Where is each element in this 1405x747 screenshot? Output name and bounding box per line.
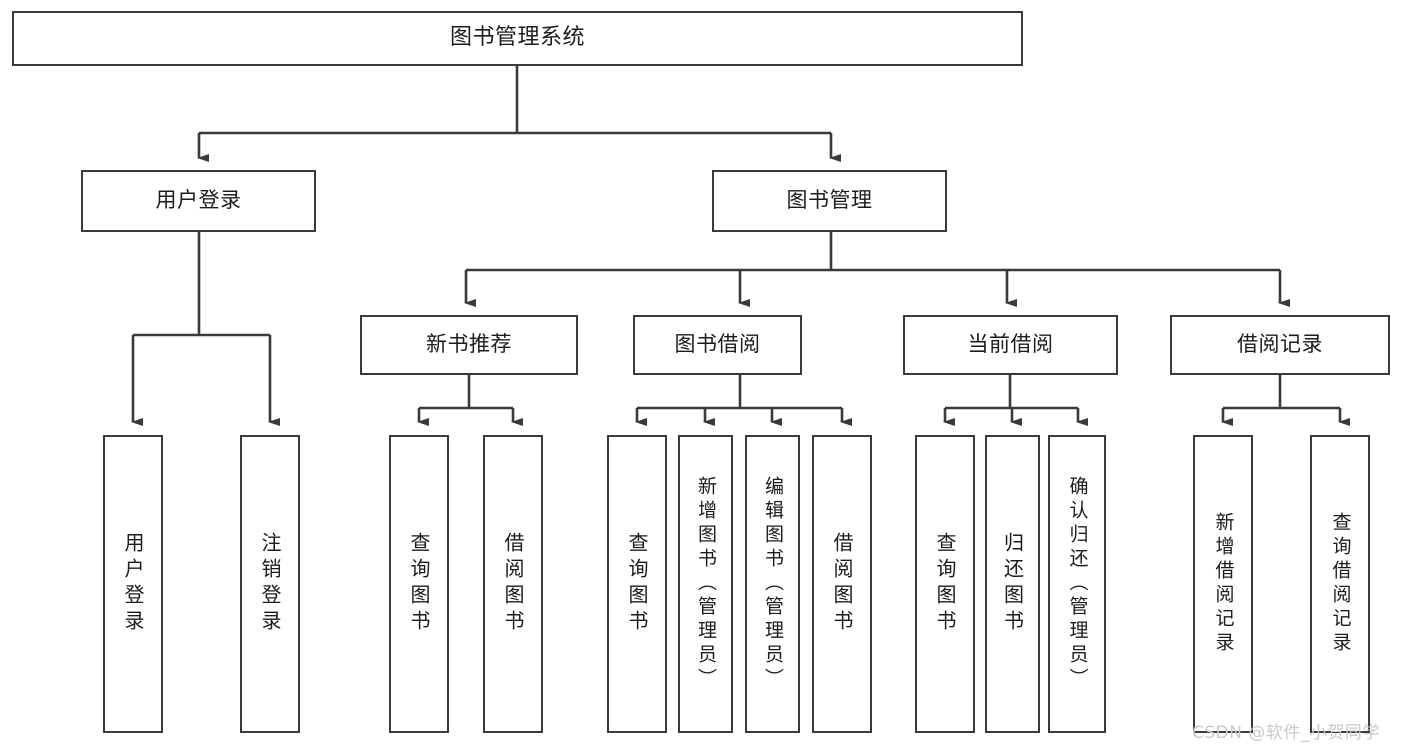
node-leaf-logout[interactable]: 注销登录: [240, 435, 300, 733]
node-leaf-user-login[interactable]: 用户登录: [103, 435, 163, 733]
node-user-login[interactable]: 用户登录: [81, 170, 316, 232]
node-leaf-query-borrow-record[interactable]: 查询借阅记录: [1310, 435, 1370, 733]
node-book-management-label: 图书管理: [786, 188, 873, 213]
node-leaf-add-borrow-record-label: 新增借阅记录: [1212, 512, 1235, 656]
node-leaf-return-book[interactable]: 归还图书: [985, 435, 1040, 733]
node-borrow-record-label: 借阅记录: [1237, 332, 1323, 357]
node-leaf-recommend-borrow-book-label: 借阅图书: [501, 532, 525, 636]
node-leaf-borrow-query-book[interactable]: 查询图书: [607, 435, 667, 733]
node-new-book-recommend-label: 新书推荐: [426, 332, 512, 357]
node-leaf-recommend-borrow-book[interactable]: 借阅图书: [483, 435, 543, 733]
node-book-borrow-label: 图书借阅: [674, 332, 761, 357]
node-root-label: 图书管理系统: [449, 25, 585, 51]
node-leaf-return-book-label: 归还图书: [1000, 532, 1025, 636]
node-book-management[interactable]: 图书管理: [712, 170, 947, 232]
node-new-book-recommend[interactable]: 新书推荐: [360, 315, 578, 375]
node-leaf-confirm-return-admin-label: 确认归还（管理员）: [1066, 476, 1089, 692]
node-leaf-recommend-query-book-label: 查询图书: [407, 532, 431, 636]
node-current-borrow[interactable]: 当前借阅: [903, 315, 1118, 375]
node-leaf-add-book-admin[interactable]: 新增图书（管理员）: [678, 435, 733, 733]
node-leaf-borrow-book[interactable]: 借阅图书: [812, 435, 872, 733]
csdn-watermark: CSDN @软件_小贺同学: [1192, 723, 1380, 743]
node-leaf-recommend-query-book[interactable]: 查询图书: [389, 435, 449, 733]
node-leaf-user-login-label: 用户登录: [121, 532, 145, 636]
node-root[interactable]: 图书管理系统: [12, 11, 1023, 66]
node-leaf-add-borrow-record[interactable]: 新增借阅记录: [1193, 435, 1253, 733]
node-leaf-current-query-book-label: 查询图书: [933, 532, 957, 636]
node-leaf-edit-book-admin[interactable]: 编辑图书（管理员）: [745, 435, 800, 733]
node-leaf-borrow-book-label: 借阅图书: [830, 532, 854, 636]
node-leaf-confirm-return-admin[interactable]: 确认归还（管理员）: [1048, 435, 1106, 733]
node-leaf-current-query-book[interactable]: 查询图书: [915, 435, 975, 733]
node-leaf-logout-label: 注销登录: [258, 532, 282, 636]
node-borrow-record[interactable]: 借阅记录: [1170, 315, 1390, 375]
node-leaf-add-book-admin-label: 新增图书（管理员）: [695, 476, 717, 692]
node-leaf-borrow-query-book-label: 查询图书: [625, 532, 649, 636]
node-user-login-label: 用户登录: [155, 188, 242, 213]
node-leaf-edit-book-admin-label: 编辑图书（管理员）: [762, 476, 784, 692]
node-book-borrow[interactable]: 图书借阅: [633, 315, 802, 375]
node-leaf-query-borrow-record-label: 查询借阅记录: [1329, 512, 1352, 656]
node-current-borrow-label: 当前借阅: [967, 332, 1054, 357]
